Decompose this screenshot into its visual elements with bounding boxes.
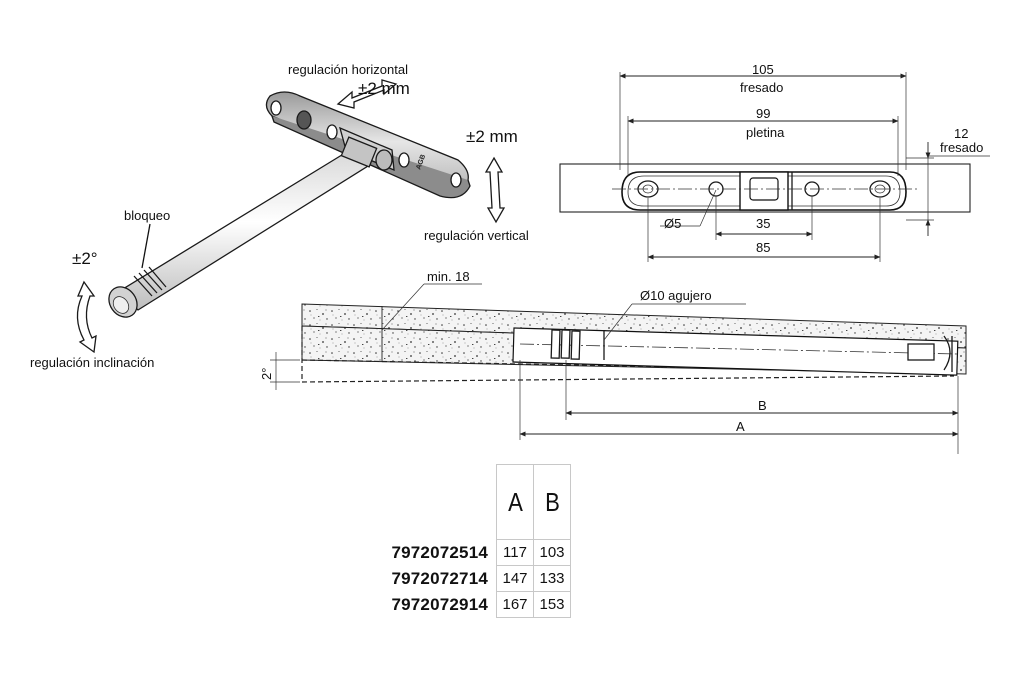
milled-width-dim: 12 xyxy=(954,126,968,141)
milled-width-label: fresado xyxy=(940,140,983,155)
column-header-A: A xyxy=(498,464,532,540)
vertical-adjust-arrow-icon xyxy=(484,156,506,224)
column-header-B: B xyxy=(535,464,569,540)
product-code: 7972072914 xyxy=(391,594,488,614)
horizontal-adjust-label: regulación horizontal xyxy=(288,62,408,77)
table-row: 7972072914 167 153 xyxy=(370,591,571,618)
value-A: 117 xyxy=(496,539,534,566)
value-B: 133 xyxy=(533,565,571,592)
hole-diameter-label: Ø5 xyxy=(664,216,681,231)
lock-pointer xyxy=(141,223,151,269)
milled-length-dim: 105 xyxy=(752,62,774,77)
hinge-rod xyxy=(108,149,370,318)
value-B: 153 xyxy=(533,591,571,618)
tilt-adjust-arrow-icon xyxy=(76,280,97,354)
hinge-3d-view: AGB regulación horizontal ±2 mm ±2 mm re… xyxy=(30,62,529,370)
horizontal-adjust-arrow-icon xyxy=(336,79,398,109)
product-code: 7972072714 xyxy=(391,568,488,588)
dim-A-label: A xyxy=(736,419,745,434)
tilt-adjust-label: regulación inclinación xyxy=(30,355,154,370)
plate-length-label: pletina xyxy=(746,125,785,140)
value-A: 147 xyxy=(496,565,534,592)
plate-length-dim: 99 xyxy=(756,106,770,121)
lock-label: bloqueo xyxy=(124,208,170,223)
tilt-tolerance-label: ±2° xyxy=(72,249,98,268)
vertical-tolerance-label: ±2 mm xyxy=(466,127,518,146)
value-A: 167 xyxy=(496,591,534,618)
table-corner xyxy=(370,465,497,540)
section-view: min. 18 Ø10 agujero 2° B A xyxy=(259,269,967,454)
dim-B-label: B xyxy=(758,398,767,413)
svg-text:AGB: AGB xyxy=(415,154,427,171)
outer-spacing-dim: 85 xyxy=(756,240,770,255)
table-row: 7972072514 117 103 xyxy=(370,539,571,566)
milled-length-label: fresado xyxy=(740,80,783,95)
plate-plan-view: 105 fresado 99 pletina 12 fresado Ø5 35 … xyxy=(559,62,990,262)
min-depth-label: min. 18 xyxy=(427,269,470,284)
horizontal-tolerance-label: ±2 mm xyxy=(358,79,410,98)
dimension-table: A B 7972072514 117 103 7972072714 147 13… xyxy=(370,464,571,618)
tilt-angle-label: 2° xyxy=(259,368,274,380)
hinge-plate: AGB xyxy=(265,91,471,199)
product-code: 7972072514 xyxy=(391,542,488,562)
vertical-adjust-label: regulación vertical xyxy=(424,228,529,243)
center-spacing-dim: 35 xyxy=(756,216,770,231)
hole-label: Ø10 agujero xyxy=(640,288,712,303)
value-B: 103 xyxy=(533,539,571,566)
table-row: 7972072714 147 133 xyxy=(370,565,571,592)
